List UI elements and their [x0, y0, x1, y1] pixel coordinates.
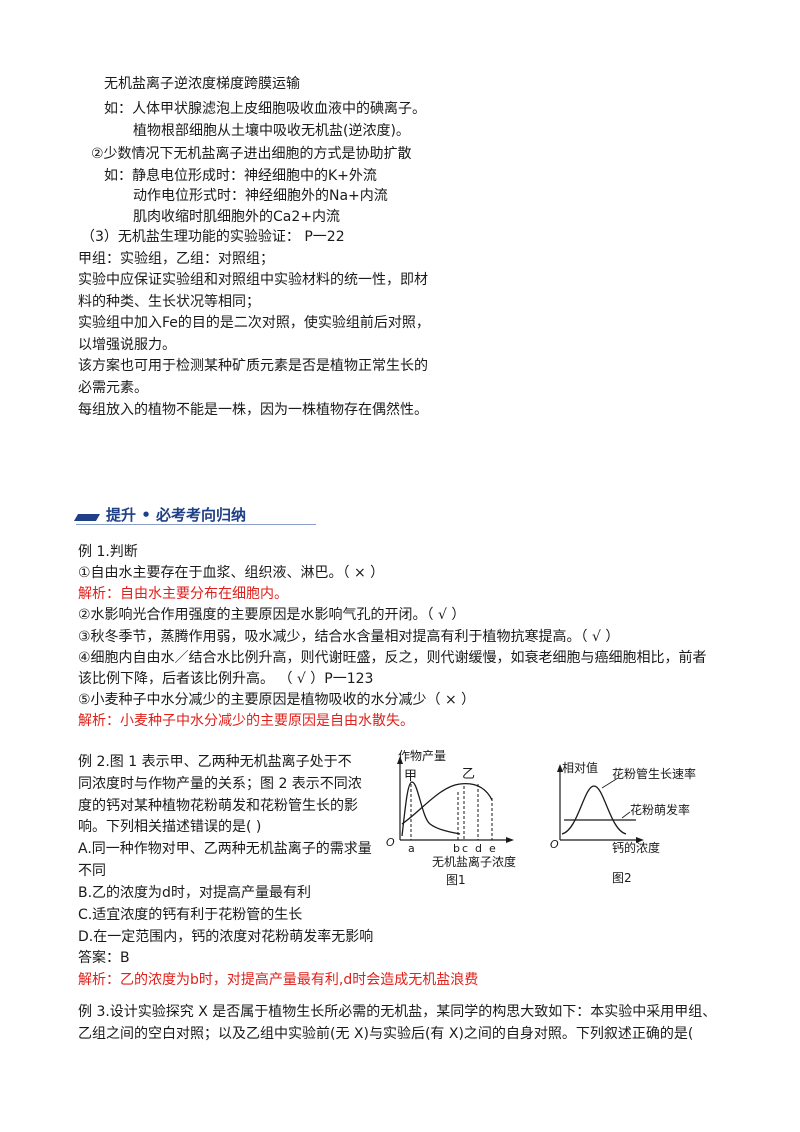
option-d: D.在一定范围内，钙的浓度对花粉萌发率无影响	[78, 929, 374, 945]
fig2-y-label: 相对值	[562, 760, 598, 775]
judgement-item: ③秋冬季节，蒸腾作用弱，吸水减少，结合水含量相对提高有利于植物抗寒提高。（ √ …	[78, 629, 620, 645]
fig2-x-label: 钙的浓度	[612, 840, 660, 855]
question-line: 响。下列相关描述错误的是( )	[78, 819, 262, 835]
analysis-text: 解析：乙的浓度为b时，对提高产量最有利,d时会造成无机盐浪费	[78, 972, 479, 988]
question-line: 例 3.设计实验探究 X 是否属于植物生长所必需的无机盐，某同学的构思大致如下：…	[78, 1004, 717, 1020]
text-line: 该方案也可用于检测某种矿质元素是否是植物正常生长的	[78, 358, 428, 374]
fig1-y-arrow	[397, 756, 403, 764]
judgement-item: ④细胞内自由水／结合水比例升高，则代谢旺盛，反之，则代谢缓慢，如衰老细胞与癌细胞…	[78, 650, 707, 666]
text-line: 料的种类、生长状况等相同；	[78, 294, 260, 310]
text-line: 动作电位形式时：神经细胞外的Na+内流	[133, 188, 388, 204]
judgement-item: ①自由水主要存在于血浆、组织液、淋巴。（ × ）	[78, 565, 385, 581]
fig2-curve-tube-growth	[561, 785, 627, 835]
text-line: 以增强说服力。	[78, 337, 176, 353]
example-title: 例 1.判断	[78, 544, 138, 560]
figure-1: 作物产量 O 甲 乙 a b c d e 无机盐离子浓度 图1	[386, 749, 516, 887]
text-line: 植物根部细胞从土壤中吸收无机盐(逆浓度)。	[133, 123, 410, 139]
fig1-tick-e: e	[489, 842, 496, 855]
fig1-origin: O	[386, 836, 395, 849]
text-line: 每组放入的植物不能是一株，因为一株植物存在偶然性。	[78, 402, 428, 418]
question-line: 乙组之间的空白对照；以及乙组中实验前(无 X)与实验后(有 X)之间的自身对照。…	[78, 1026, 694, 1042]
fig1-label-jia: 甲	[404, 769, 417, 784]
question-line: 度的钙对某种植物花粉萌发和花粉管生长的影	[78, 798, 358, 814]
judgement-item: ②水影响光合作用强度的主要原因是水影响气孔的开闭。（ √ ）	[78, 607, 466, 623]
fig1-label-yi: 乙	[462, 767, 475, 782]
fig2-label-germination: 花粉萌发率	[630, 802, 690, 817]
fig1-curve-jia	[401, 781, 461, 837]
judgement-item: ⑤小麦种子中水分减少的主要原因是植物吸收的水分减少（ × ）	[78, 692, 476, 708]
text-line: 实验组中加入Fe的目的是二次对照，使实验组前后对照，	[78, 315, 430, 331]
fig2-leader-1	[601, 777, 619, 789]
text-line: （3）无机盐生理功能的实验验证： P一22	[81, 229, 345, 245]
fig2-x-arrow	[636, 837, 644, 843]
section-heading-text: 提升 • 必考考向归纳	[106, 506, 247, 524]
heading-underline	[76, 524, 316, 525]
fig2-leader-2	[621, 811, 631, 819]
question-line: 例 2.图 1 表示甲、乙两种无机盐离子处于不	[78, 754, 352, 770]
fig1-tick-b: b	[453, 842, 460, 855]
fig1-caption: 图1	[446, 873, 466, 887]
answer: 答案：B	[78, 950, 130, 966]
text-line: 实验中应保证实验组和对照组中实验材料的统一性，即材	[78, 272, 428, 288]
fig1-y-label: 作物产量	[398, 749, 446, 763]
option-c: C.适宜浓度的钙有利于花粉管的生长	[78, 907, 303, 923]
fig1-tick-a: a	[408, 842, 415, 855]
option-b: B.乙的浓度为d时，对提高产量最有利	[78, 885, 311, 901]
fig2-y-arrow	[557, 764, 563, 772]
fig1-tick-c: c	[462, 842, 468, 855]
text-line: 甲组：实验组，乙组：对照组；	[78, 251, 274, 267]
fig1-curve-yi	[401, 782, 493, 825]
option-a: A.同一种作物对甲、乙两种无机盐离子的需求量	[78, 841, 372, 857]
text-line: 必需元素。	[78, 380, 148, 396]
figure-2: 相对值 O 花粉管生长速率 花粉萌发率 钙的浓度 图2	[550, 760, 696, 885]
fig1-x-label: 无机盐离子浓度	[432, 854, 516, 869]
text-line: 无机盐离子逆浓度梯度跨膜运输	[104, 76, 300, 92]
analysis-text: 解析：小麦种子中水分减少的主要原因是自由水散失。	[78, 713, 414, 729]
fig2-origin: O	[550, 838, 559, 851]
option-a-cont: 不同	[78, 863, 106, 879]
fig1-tick-d: d	[475, 842, 482, 855]
fig1-x-arrow	[506, 837, 514, 843]
text-line: 如：静息电位形成时：神经细胞中的K+外流	[104, 168, 377, 184]
heading-bar-mark	[73, 514, 101, 521]
section-heading: 提升 • 必考考向归纳	[73, 502, 316, 526]
analysis-text: 解析：自由水主要分布在细胞内。	[78, 586, 288, 602]
question-line: 同浓度时与作物产量的关系；图 2 表示不同浓	[78, 776, 362, 792]
judgement-item-cont: 该比例下降，后者该比例升高。 （ √ ）P一123	[78, 671, 374, 687]
text-line: 肌肉收缩时肌细胞外的Ca2+内流	[133, 209, 340, 225]
fig2-label-tube-growth: 花粉管生长速率	[612, 766, 696, 781]
fig2-caption: 图2	[612, 871, 632, 885]
text-line: ②少数情况下无机盐离子进出细胞的方式是协助扩散	[91, 146, 412, 162]
text-line: 如：人体甲状腺滤泡上皮细胞吸收血液中的碘离子。	[104, 101, 426, 117]
